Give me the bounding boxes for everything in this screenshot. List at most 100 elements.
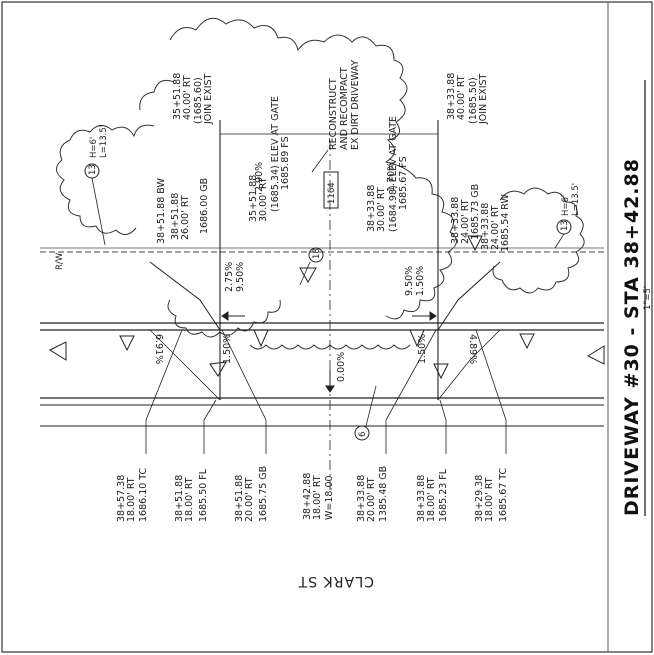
station-l2: 20.00' RT xyxy=(244,477,255,522)
callout-h-text: H=6' xyxy=(89,137,99,158)
callout-number: 13 xyxy=(88,164,98,175)
slope-arrowhead xyxy=(429,311,437,321)
callout-h-text: H=6' xyxy=(561,195,571,216)
drawing-scale: 1"=5' xyxy=(643,286,653,310)
elev-l2: 1685.89 FS xyxy=(280,136,291,190)
callout-number: 13 xyxy=(560,220,570,231)
elev-l1: 38+51.88 BW xyxy=(156,178,167,244)
station-l3: 1685.67 TC xyxy=(498,467,509,522)
elevation-label-gate-left: (1685.34) ELEV AT GATE 1685.89 FS xyxy=(270,96,291,212)
bottom-label-3: 38+51.88 20.00' RT 1685.75 GB xyxy=(234,466,269,522)
leader-line xyxy=(221,329,267,454)
elev-l1: 38+33.88 xyxy=(446,73,457,120)
bottom-leaders xyxy=(145,329,507,454)
slope-arrows xyxy=(221,311,437,393)
elev-l3: 1685.54 RW xyxy=(500,193,511,252)
triangle-mark xyxy=(467,235,483,252)
bottom-label-4: 38+42.88 18.00' RT W=18.00 xyxy=(302,473,335,520)
callout-number: 6 xyxy=(358,432,368,437)
elev-l3: 1686.00 GB xyxy=(199,178,210,234)
slope-arrowhead xyxy=(221,311,229,321)
elev-l4: JOIN EXIST xyxy=(478,73,489,125)
elev-l3: (1685.50) xyxy=(468,77,479,124)
slope-arrowhead xyxy=(325,385,335,393)
callout-l-text: L=13.5' xyxy=(99,125,109,158)
slope-label: 1.50% xyxy=(415,266,426,296)
elev-l1: 38+33.88 xyxy=(450,197,461,244)
station-l2: 18.00' RT xyxy=(484,477,495,522)
bottom-label-1: 38+57.38 18.00' RT 1686.10 TC xyxy=(116,467,149,522)
elev-l3: 1685.73 GB xyxy=(470,184,481,240)
elev-l1: (1684.98) ELEV AT GATE xyxy=(388,116,399,232)
elevation-label-bw-left: 38+51.88 BW xyxy=(156,178,167,244)
elev-l1: 35+51.88 xyxy=(248,175,259,222)
leader-line xyxy=(475,329,507,454)
cloud-outline xyxy=(56,17,457,338)
elev-l1: 38+51.88 xyxy=(170,193,181,240)
elev-l4: JOIN EXIST xyxy=(203,73,214,125)
slope-label: 1.50% xyxy=(222,334,233,364)
triangle-mark xyxy=(209,361,227,377)
note-line-3: EX DIRT DRIVEWAY xyxy=(350,60,361,150)
elev-l2: 1685.67 FS xyxy=(398,156,409,210)
station-l2: 18.00' RT xyxy=(126,477,137,522)
elevation-label-join-right: 38+33.88 40.00' RT (1685.50) JOIN EXIST xyxy=(446,73,489,125)
triangle-mark xyxy=(119,335,135,352)
leader-line xyxy=(385,329,437,454)
note-leader xyxy=(311,149,329,173)
callout-l-text: L=13.5' xyxy=(571,183,581,216)
callout-13-right: 13 xyxy=(554,219,572,249)
station-l1: 38+42.88 xyxy=(302,473,313,520)
concrete-triangles xyxy=(48,235,605,380)
street-name: CLARK ST xyxy=(298,573,374,589)
elev-l3: (1685.60) xyxy=(193,77,204,124)
station-l2: 20.00' RT xyxy=(366,477,377,522)
note-line-2: AND RECOMPACT xyxy=(339,67,350,150)
elevation-label-gb-left: 38+51.88 26.00' RT 1686.00 GB xyxy=(170,178,210,240)
callout-leader xyxy=(554,233,565,249)
row-marker: R/W xyxy=(55,252,65,270)
flare-left xyxy=(149,261,221,331)
elev-l2: 30.00' RT xyxy=(376,187,387,232)
station-l2: 18.00' RT xyxy=(312,475,323,520)
slope-label: 1.70% xyxy=(386,162,397,192)
station-l3: 1686.10 TC xyxy=(138,467,149,522)
callout-leader xyxy=(91,177,106,246)
elev-l2: 30.00' RT xyxy=(258,177,269,222)
slope-label: 4.89% xyxy=(467,334,478,364)
flare-right-curb xyxy=(437,329,501,401)
slope-label: 2.90% xyxy=(254,162,265,192)
leader-line xyxy=(439,399,447,454)
leader-line xyxy=(203,399,217,454)
callout-circle xyxy=(308,247,324,263)
elevation-label-30rt-left: 35+51.88 30.00' RT xyxy=(248,175,269,222)
flare-left-curb xyxy=(149,329,221,401)
station-l3: 1685.23 FL xyxy=(438,468,449,522)
station-l1: 38+57.38 xyxy=(116,475,127,522)
elevation-label-30rt-right: 38+33.88 30.00' RT xyxy=(366,185,387,232)
bottom-label-6: 38+33.88 18.00' RT 1685.23 FL xyxy=(416,468,449,522)
elevation-label-gate-right: (1684.98) ELEV AT GATE 1685.67 FS xyxy=(388,116,409,232)
elevation-box xyxy=(323,171,339,209)
callout-circle xyxy=(354,425,370,441)
elev-l2: 40.00' RT xyxy=(182,75,193,120)
elevation-label-join-left: 35+51.88 40.00' RT (1685.60) JOIN EXIST xyxy=(172,73,214,125)
elevation-label-rw-right: 38+33.88 24.00' RT 1685.54 RW xyxy=(480,193,511,252)
elev-l2: 24.00' RT xyxy=(490,205,501,250)
triangle-mark xyxy=(409,329,425,348)
station-l1: 38+33.88 xyxy=(356,475,367,522)
station-l2: 18.00' RT xyxy=(184,477,195,522)
callout-number: 18 xyxy=(312,248,322,259)
slope-label: 1.50% xyxy=(417,334,428,364)
elevation-label-gb-right: 38+33.88 24.00' RT 1685.73 GB xyxy=(450,184,481,244)
slope-label: 2.75% xyxy=(224,262,235,292)
station-l1: 38+33.88 xyxy=(416,475,427,522)
slope-label: 6.91% xyxy=(153,334,164,364)
station-l1: 38+51.88 xyxy=(174,475,185,522)
callout-6: 6 xyxy=(354,385,377,441)
drawing-title: DRIVEWAY #30 - STA 38+42.88 xyxy=(621,158,643,516)
station-l2: 18.00' RT xyxy=(426,477,437,522)
triangle-mark xyxy=(519,333,535,350)
